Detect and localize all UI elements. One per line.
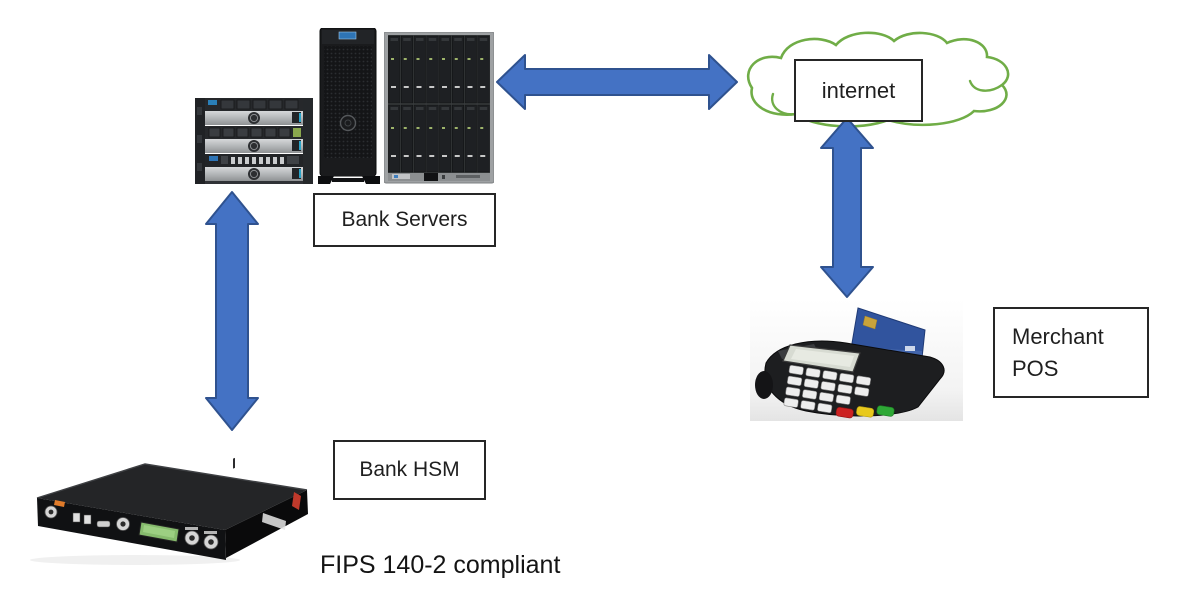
fips-compliance-caption: FIPS 140-2 compliant bbox=[320, 551, 561, 579]
blade-server-image bbox=[384, 32, 494, 184]
internet-label: internet bbox=[821, 77, 896, 103]
bank-hsm-label-box: Bank HSM bbox=[333, 440, 486, 500]
bank-servers-label: Bank Servers bbox=[341, 208, 468, 231]
bank-servers-label-box: Bank Servers bbox=[313, 193, 496, 247]
merchant-pos-label-line1: Merchant bbox=[1012, 324, 1104, 350]
arrow-bank-hsm-bank-servers bbox=[205, 191, 259, 431]
bank-hsm-label: Bank HSM bbox=[359, 458, 460, 481]
rack-server-image bbox=[195, 98, 313, 184]
hsm-appliance-image bbox=[30, 457, 308, 565]
pos-terminal-image bbox=[750, 299, 963, 421]
tower-server-image bbox=[318, 28, 380, 184]
arrow-internet-merchant-pos bbox=[820, 117, 874, 298]
merchant-pos-label-line2: POS bbox=[1012, 355, 1059, 381]
merchant-pos-label-box: Merchant POS bbox=[993, 307, 1149, 398]
internet-label-box: internet bbox=[794, 59, 923, 122]
arrow-bank-servers-internet bbox=[496, 54, 738, 110]
